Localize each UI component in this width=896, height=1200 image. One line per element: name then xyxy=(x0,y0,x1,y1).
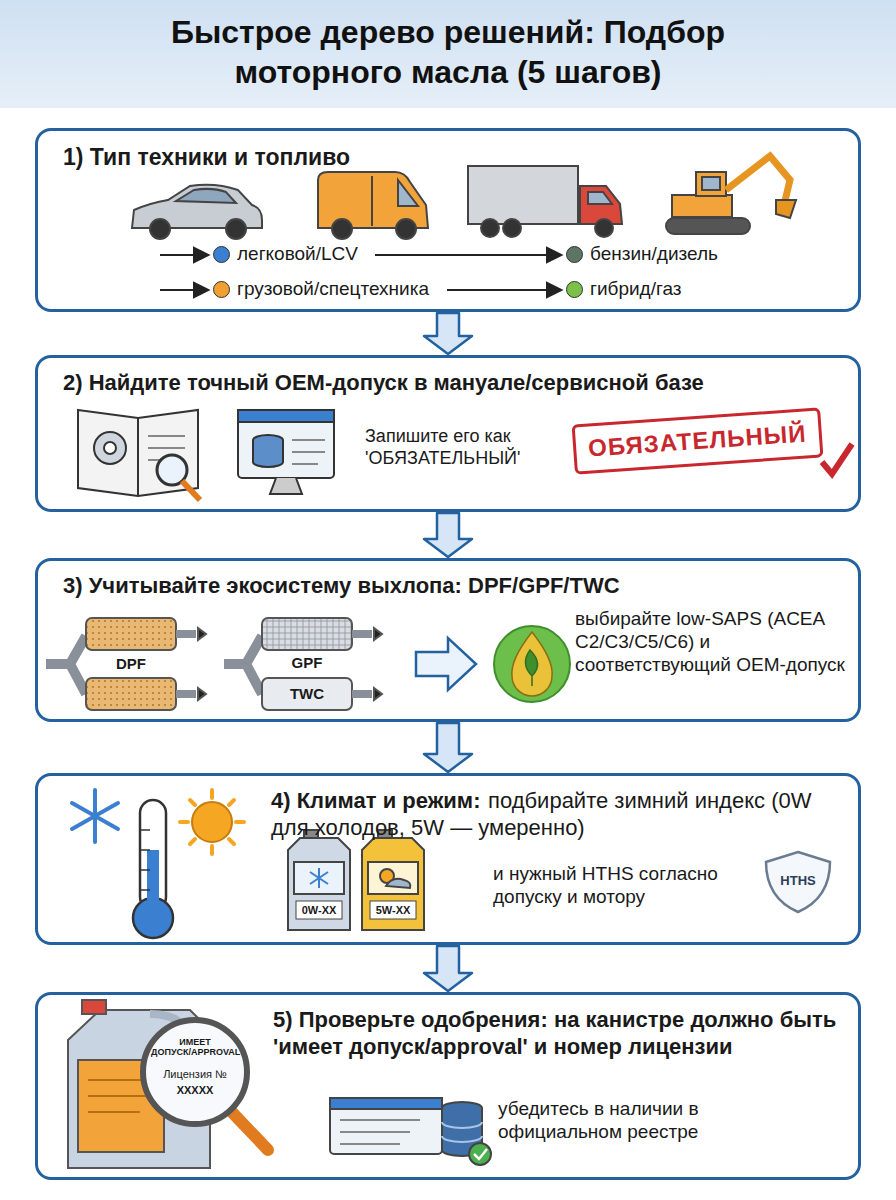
step-heading: 3) Учитывайте экосистему выхлопа: DPF/GP… xyxy=(63,573,853,600)
illustration-label: ИМЕЕТ ДОПУСК/APPROVAL xyxy=(151,1038,239,1058)
hths-shield xyxy=(766,852,830,912)
step-text: и нужный HTHS согласно допуску и мотору xyxy=(493,862,743,908)
legend-text: гибрид/газ xyxy=(590,278,682,300)
eco-oil-icon xyxy=(494,626,570,702)
legend-item: грузовой/спецтехника xyxy=(213,278,429,300)
stamp-box: ОБЯЗАТЕЛЬНЫЙ xyxy=(572,407,823,474)
illustration-label: 5W-XX xyxy=(371,904,415,916)
step-heading: 5) Проверьте одобрения: на канистре долж… xyxy=(273,1007,848,1061)
service-database-icon xyxy=(238,410,334,494)
legend-text: легковой/LCV xyxy=(237,243,358,265)
illustration-label: XXXXX xyxy=(151,1084,239,1096)
step-text: Запишите его как 'ОБЯЗАТЕЛЬНЫЙ' xyxy=(365,426,570,470)
legend-item: легковой/LCV xyxy=(213,243,358,265)
gpf-twc-illustration xyxy=(224,618,382,710)
illustration-label: GPF xyxy=(282,655,332,672)
step-box: 2) Найдите точный OEM-допуск в мануале/с… xyxy=(35,355,861,512)
manual-book-icon xyxy=(78,410,200,500)
van-icon xyxy=(318,172,428,239)
step-heading: 1) Тип техники и топливо xyxy=(63,143,843,171)
snowflake-icon xyxy=(72,790,118,842)
canister-0w xyxy=(288,830,350,930)
flow-arrow xyxy=(424,513,472,557)
illustration-label: DPF xyxy=(106,656,156,673)
illustration-label: 0W-XX xyxy=(297,904,341,916)
flow-arrow xyxy=(424,313,472,354)
stamp-text: ОБЯЗАТЕЛЬНЫЙ xyxy=(587,419,807,462)
step-box: 1) Тип техники и топливо xyxy=(35,128,861,312)
legend-swatch xyxy=(566,246,583,263)
legend-item: гибрид/газ xyxy=(566,278,682,300)
canister-5w xyxy=(362,830,424,930)
legend-text: бензин/дизель xyxy=(590,243,718,265)
legend-text: грузовой/спецтехника xyxy=(237,278,429,300)
step-text: убедитесь в наличии в официальном реестр… xyxy=(498,1097,798,1143)
dpf-illustration xyxy=(46,618,206,710)
legend-swatch xyxy=(213,281,230,298)
flow-arrow xyxy=(424,946,472,991)
illustration-label: TWC xyxy=(282,686,332,703)
registry-database-icon xyxy=(330,1098,491,1165)
legend-swatch xyxy=(566,281,583,298)
sun-icon xyxy=(180,790,244,854)
diagram-title: Быстрое дерево решений: Подбор моторного… xyxy=(148,12,748,92)
illustration-label: Лицензия № xyxy=(151,1068,239,1080)
excavator-icon xyxy=(666,156,796,234)
magnifier-icon xyxy=(143,1020,268,1150)
legend-swatch xyxy=(213,246,230,263)
block-arrow xyxy=(416,638,476,690)
thermometer-icon xyxy=(133,800,173,938)
step-heading: 4) Климат и режим: xyxy=(271,788,480,815)
title-band xyxy=(0,0,896,108)
flow-arrow xyxy=(424,723,472,772)
step-heading: 2) Найдите точный OEM-допуск в мануале/с… xyxy=(63,370,853,397)
step-box: 3) Учитывайте экосистему выхлопа: DPF/GP… xyxy=(35,558,861,722)
check-mark xyxy=(822,444,852,474)
truck-icon xyxy=(468,166,622,237)
step-box: 5) Проверьте одобрения: на канистре долж… xyxy=(35,992,861,1180)
step-box: 4) Климат и режим:подбирайте зимний инде… xyxy=(35,773,861,945)
illustration-label: HTHS xyxy=(770,874,826,888)
step-text: выбирайте low-SAPS (ACEA C2/C3/C5/C6) и … xyxy=(575,607,850,677)
car-icon xyxy=(132,185,262,239)
step-text: подбирайте зимний индекс (0W для холодов… xyxy=(271,788,846,842)
legend-item: бензин/дизель xyxy=(566,243,718,265)
